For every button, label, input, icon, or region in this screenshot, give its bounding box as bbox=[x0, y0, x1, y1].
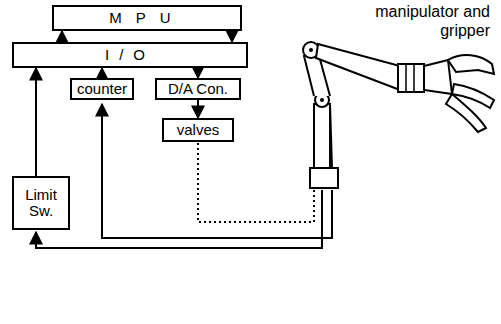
limit-switch-box: Limit Sw. bbox=[12, 176, 70, 230]
counter-box: counter bbox=[70, 78, 134, 100]
part-name: manipulator and gripper bbox=[350, 2, 490, 40]
box-label: counter bbox=[77, 81, 127, 97]
elbow-joint-pin bbox=[320, 98, 324, 102]
box-label: D/A Con. bbox=[168, 81, 228, 97]
gripper-finger bbox=[448, 55, 494, 74]
gripper-palm bbox=[424, 60, 452, 94]
box-label: I/O bbox=[105, 47, 155, 63]
signal-arrow bbox=[231, 31, 233, 42]
air-line bbox=[198, 143, 314, 222]
box-label: MPU bbox=[109, 10, 184, 26]
gripper-finger bbox=[452, 84, 494, 108]
valve-box: valves bbox=[162, 118, 234, 142]
wrist bbox=[398, 64, 424, 92]
box-label: valves bbox=[177, 122, 220, 138]
wrist-ring bbox=[406, 64, 414, 92]
box-label: Limit Sw. bbox=[19, 187, 63, 219]
signal-arrow bbox=[101, 68, 103, 78]
signal-arrow bbox=[197, 68, 199, 78]
signal-arrow bbox=[35, 68, 37, 176]
converter-box: D/A Con. bbox=[155, 78, 241, 100]
encoder-wire bbox=[102, 104, 332, 238]
signal-arrow bbox=[61, 31, 63, 42]
manipulator-base bbox=[310, 168, 338, 188]
upper-arm bbox=[316, 44, 400, 90]
processor-box: MPU bbox=[52, 5, 242, 31]
lower-link bbox=[314, 104, 332, 168]
io-bus-box: I/O bbox=[12, 42, 248, 68]
limit-switch-wire bbox=[36, 190, 322, 248]
signal-arrow bbox=[197, 100, 199, 118]
shoulder-joint-pin bbox=[309, 48, 313, 52]
lower-link-body bbox=[314, 104, 330, 168]
